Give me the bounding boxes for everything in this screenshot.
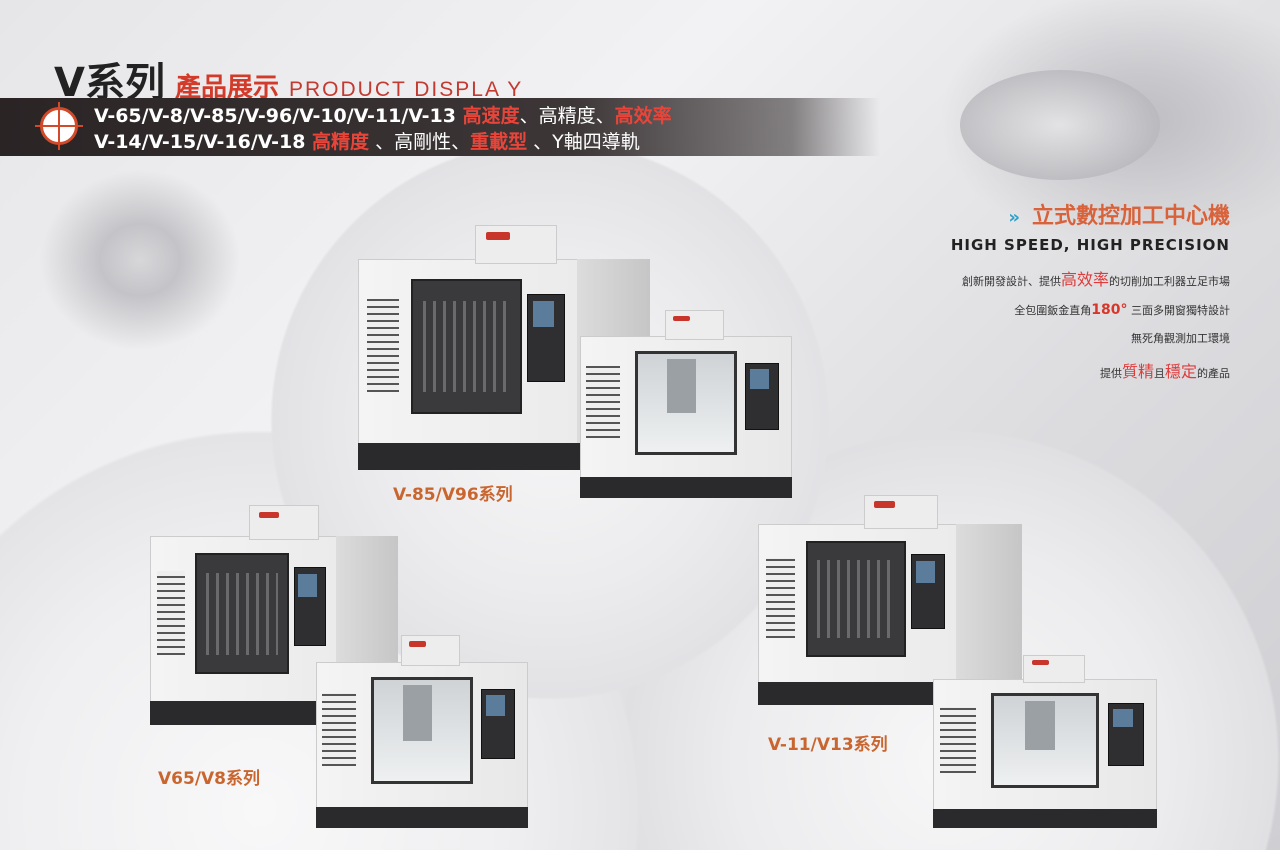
models: V-14/V-15/V-16/V-18 xyxy=(94,131,313,153)
feature: 、高剛性、 xyxy=(369,131,471,153)
double-chevron-icon: » xyxy=(1008,207,1020,228)
feature: 高精度 xyxy=(312,131,370,153)
heading-text: 立式數控加工中心機 xyxy=(1031,204,1230,229)
feature: 重載型 xyxy=(470,131,528,153)
t: 提供 xyxy=(1099,367,1122,380)
machine-small-v8 xyxy=(316,635,528,828)
intro-subheading: HIGH SPEED, HIGH PRECISION xyxy=(950,236,1230,254)
t: 高效率 xyxy=(1060,270,1109,289)
models: V-65/V-8/V-85/V-96/V-10/V-11/V-13 xyxy=(94,105,463,127)
t: 質精 xyxy=(1121,362,1154,381)
machine-small-v13 xyxy=(933,655,1157,828)
models-band xyxy=(0,98,880,156)
models-line-1: V-65/V-8/V-85/V-96/V-10/V-11/V-13 高速度、高精… xyxy=(94,101,672,128)
t: 180° xyxy=(1091,302,1128,318)
t: 三面多開窗獨特設計 xyxy=(1127,304,1230,317)
feature: 、Y軸四導軌 xyxy=(527,131,640,153)
intro-line: 創新開發設計、提供高效率的切削加工利器立足市場 xyxy=(850,266,1230,290)
intro-line: 全包圍鈑金直角180° 三面多開窗獨特設計 xyxy=(850,302,1230,318)
product-label: V65/V8系列 xyxy=(158,769,261,789)
feature: 、高精度、 xyxy=(519,105,615,127)
t: 創新開發設計、提供 xyxy=(961,275,1061,288)
intro-block: » 立式數控加工中心機 HIGH SPEED, HIGH PRECISION 創新… xyxy=(850,198,1230,382)
spindle-photo-large xyxy=(960,70,1160,180)
title-en: PRODUCT DISPLA Y xyxy=(288,78,524,101)
t: 且 xyxy=(1153,367,1165,380)
t: 的產品 xyxy=(1197,367,1230,380)
crosshair-icon xyxy=(35,102,83,150)
product-label: V-85/V96系列 xyxy=(393,485,513,505)
models-line-2: V-14/V-15/V-16/V-18 高精度 、高剛性、重載型 、Y軸四導軌 xyxy=(94,127,640,154)
machine-small-v96 xyxy=(580,310,792,498)
intro-line: 無死角觀測加工環境 xyxy=(1131,332,1230,345)
t: 全包圍鈑金直角 xyxy=(1014,304,1092,317)
t: 穩定 xyxy=(1164,362,1197,381)
intro-line: 提供質精且穩定的產品 xyxy=(850,358,1230,382)
feature: 高效率 xyxy=(614,105,672,127)
feature: 高速度 xyxy=(462,105,520,127)
t: 的切削加工利器立足市場 xyxy=(1109,275,1230,288)
intro-heading: » 立式數控加工中心機 xyxy=(850,198,1230,230)
product-label: V-11/V13系列 xyxy=(768,735,888,755)
